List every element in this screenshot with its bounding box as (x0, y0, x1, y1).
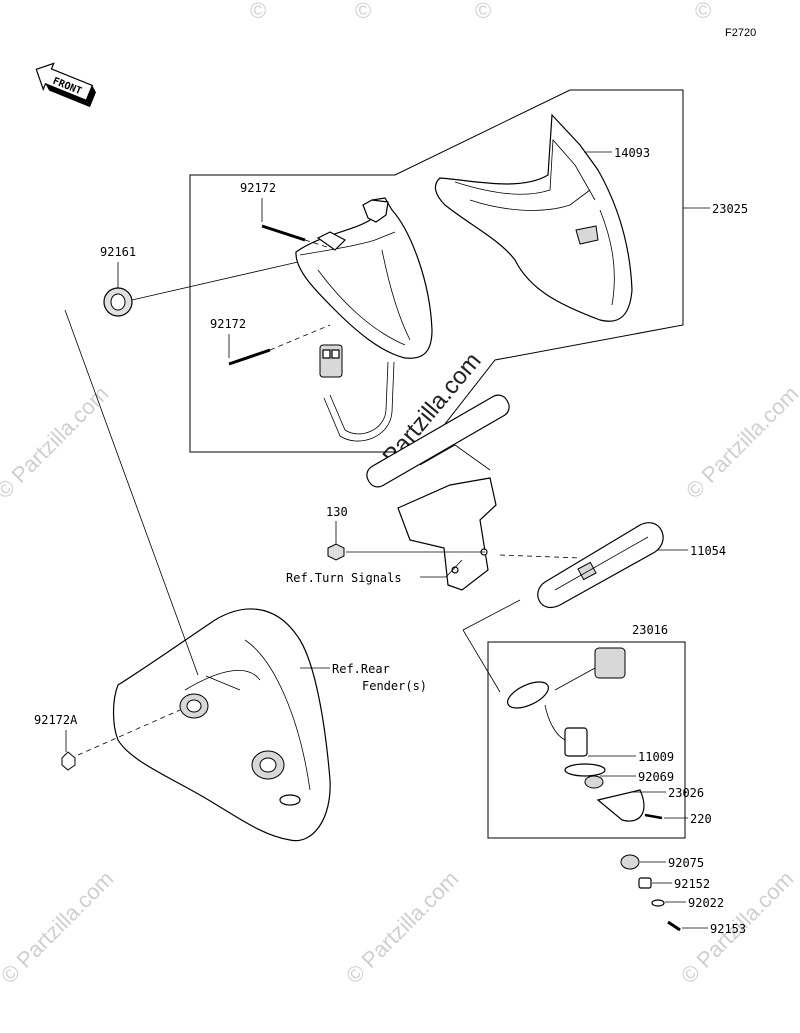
washer-icon (651, 899, 665, 907)
ref-rear-fender-line1: Ref.Rear (332, 662, 390, 676)
part-number-label: 92075 (668, 856, 704, 870)
watermark-corner-top: © (355, 0, 371, 23)
part-number-label: 92172 (240, 181, 276, 195)
watermark-right: © Partzilla.com (681, 381, 800, 504)
part-number-label: 92022 (688, 896, 724, 910)
part-number-label: 92152 (674, 877, 710, 891)
tail-lens-cover (434, 113, 633, 322)
screw-icon (228, 324, 331, 366)
reference-labels: Ref.Turn Signals Ref.Rear Fender(s) (286, 559, 463, 693)
wiring-harness (319, 344, 395, 442)
grommet-icon (620, 854, 640, 870)
socket-assembly (507, 647, 663, 822)
assembly-frame-23016 (487, 641, 686, 839)
watermark-bottom-mid: © Partzilla.com (341, 866, 464, 989)
part-number-label: 92069 (638, 770, 674, 784)
watermark-corner-top: © (475, 0, 491, 23)
part-number-label: 130 (326, 505, 348, 519)
diagram-code: F2720 (725, 27, 756, 39)
collar-icon (638, 877, 652, 889)
license-bracket (366, 394, 510, 591)
part-number-label: 92161 (100, 245, 136, 259)
part-number-label: 11054 (690, 544, 726, 558)
license-lamp-holder (537, 522, 664, 608)
part-number-label: 23016 (632, 623, 668, 637)
front-arrow-icon: FRONT (35, 62, 96, 108)
grommet-icon (103, 287, 133, 317)
screw-icon (261, 224, 331, 249)
part-number-label: 14093 (614, 146, 650, 160)
part-number-label: 92153 (710, 922, 746, 936)
bolt-icon (327, 543, 345, 561)
rivet-icon (61, 751, 76, 771)
part-number-label: 92172A (34, 713, 78, 727)
tail-light-housing (295, 197, 433, 359)
rear-fender (112, 608, 331, 842)
watermark-corner-top: © (250, 0, 266, 23)
ref-turn-signals: Ref.Turn Signals (286, 571, 402, 585)
part-labels: 14093 23025 92172 92172 92161 130 11054 … (34, 146, 748, 936)
ref-rear-fender-line2: Fender(s) (362, 679, 427, 693)
watermark-layer: © © © © © Partzilla.com © Partzilla.com … (0, 0, 800, 989)
part-number-label: 11009 (638, 750, 674, 764)
bolt-icon (667, 920, 681, 932)
part-number-label: 92172 (210, 317, 246, 331)
part-number-label: 23026 (668, 786, 704, 800)
watermark-corner-top: © (695, 0, 711, 23)
connector-icon (594, 647, 626, 679)
assembly-frame-23025 (189, 89, 684, 453)
watermark-left: © Partzilla.com (0, 381, 113, 504)
bulb-icon (584, 775, 604, 789)
part-number-label: 220 (690, 812, 712, 826)
part-number-label: 23025 (712, 202, 748, 216)
watermark-bottom-left: © Partzilla.com (0, 866, 118, 989)
